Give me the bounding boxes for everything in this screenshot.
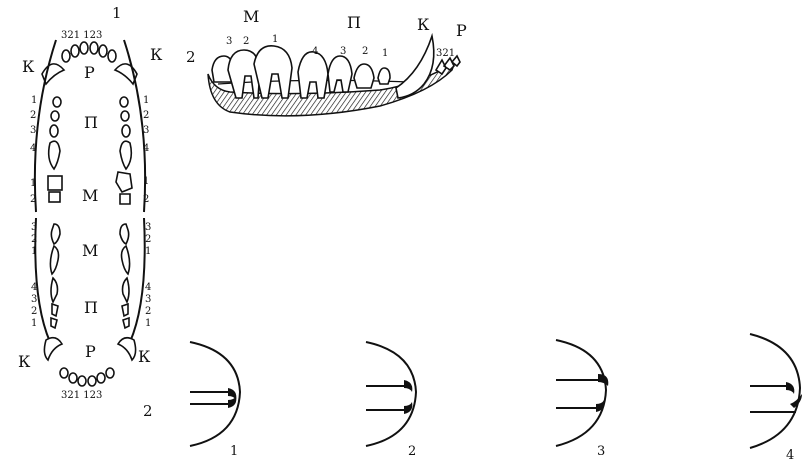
bite-caption-3: 3 bbox=[597, 444, 605, 459]
svg-text:2: 2 bbox=[143, 110, 149, 121]
svg-text:2: 2 bbox=[243, 36, 249, 47]
side-premolar-2 bbox=[354, 64, 374, 88]
side-premolar-1 bbox=[378, 68, 390, 84]
svg-text:1: 1 bbox=[382, 48, 388, 59]
upper-right-molar-2 bbox=[120, 194, 130, 204]
upper-canine-right-label: К bbox=[150, 45, 163, 64]
upper-right-premolars bbox=[120, 97, 131, 169]
svg-text:2: 2 bbox=[30, 110, 36, 121]
top-label-2: 2 bbox=[186, 48, 196, 66]
svg-text:1: 1 bbox=[31, 246, 37, 257]
side-canine-label: К bbox=[417, 15, 430, 34]
side-incisor-label: Р bbox=[456, 21, 467, 40]
side-molar-1 bbox=[254, 46, 292, 98]
bite-caption-1: 1 bbox=[230, 444, 238, 459]
svg-text:4: 4 bbox=[143, 143, 149, 154]
upper-left-molar-1 bbox=[48, 176, 62, 190]
svg-text:2: 2 bbox=[362, 46, 368, 57]
upper-right-numbers: 1 2 3 4 1 2 bbox=[143, 95, 149, 205]
svg-text:4: 4 bbox=[31, 282, 37, 293]
side-molar-label: М bbox=[243, 7, 259, 26]
svg-text:4: 4 bbox=[30, 143, 36, 154]
bite-type-3: 3 bbox=[556, 340, 608, 459]
svg-text:1: 1 bbox=[31, 318, 37, 329]
lower-right-canine bbox=[118, 338, 136, 360]
upper-left-numbers: 1 2 3 4 1 2 bbox=[30, 95, 37, 205]
side-premolar-label: П bbox=[347, 13, 361, 32]
lower-incisor-numbers: 321 123 bbox=[61, 390, 102, 401]
svg-text:3: 3 bbox=[31, 222, 37, 233]
side-canine bbox=[396, 36, 434, 98]
lower-left-canine bbox=[44, 338, 62, 360]
lower-left-teeth bbox=[50, 224, 60, 328]
bite-type-2: 2 bbox=[366, 342, 416, 459]
svg-text:3: 3 bbox=[145, 222, 151, 233]
upper-left-molar-2 bbox=[49, 192, 60, 202]
svg-text:3: 3 bbox=[30, 125, 36, 136]
side-view-jaw: 2 М П К Р 3 2 1 4 3 bbox=[186, 7, 467, 116]
svg-text:1: 1 bbox=[30, 178, 36, 189]
upper-left-premolars bbox=[49, 97, 61, 169]
upper-incisor-label: Р bbox=[84, 63, 95, 82]
svg-text:2: 2 bbox=[145, 234, 151, 245]
upper-jaw-diagram: 1 321 123 К К Р bbox=[22, 4, 163, 212]
svg-text:3: 3 bbox=[31, 294, 37, 305]
top-label-1: 1 bbox=[112, 4, 122, 22]
svg-text:3: 3 bbox=[340, 46, 346, 57]
lower-right-teeth bbox=[120, 224, 130, 328]
side-premolar-3 bbox=[328, 56, 352, 92]
svg-text:3: 3 bbox=[143, 125, 149, 136]
bite-type-1: 1 bbox=[190, 342, 240, 459]
bite-caption-2: 2 bbox=[408, 444, 416, 459]
lower-incisors bbox=[60, 368, 114, 386]
lower-right-numbers: 3 2 1 4 3 2 1 bbox=[145, 222, 151, 329]
svg-text:4: 4 bbox=[145, 282, 151, 293]
svg-text:2: 2 bbox=[143, 194, 149, 205]
svg-text:1: 1 bbox=[143, 176, 149, 187]
side-incisor-numbers: 321 bbox=[436, 48, 455, 59]
svg-text:1: 1 bbox=[145, 318, 151, 329]
bite-caption-4: 4 bbox=[786, 448, 794, 461]
lower-incisor-label: Р bbox=[85, 342, 96, 361]
lower-canine-right-label: К bbox=[138, 347, 151, 366]
lower-molar-label: М bbox=[82, 241, 98, 260]
svg-text:3: 3 bbox=[145, 294, 151, 305]
svg-text:2: 2 bbox=[30, 194, 36, 205]
upper-right-molar-1 bbox=[116, 172, 132, 192]
bite-type-4: 4 bbox=[750, 334, 802, 461]
lower-jaw-diagram: М П Р К К 321 123 3 2 1 4 3 2 1 3 2 bbox=[18, 218, 151, 401]
side-premolar-4 bbox=[298, 52, 328, 98]
svg-text:1: 1 bbox=[272, 34, 278, 45]
svg-text:3: 3 bbox=[226, 36, 232, 47]
upper-premolar-label: П bbox=[84, 113, 98, 132]
lower-premolar-label: П bbox=[84, 298, 98, 317]
upper-canine-left-label: К bbox=[22, 57, 35, 76]
bottom-label-2: 2 bbox=[143, 402, 153, 420]
upper-molar-label: М bbox=[82, 186, 98, 205]
svg-text:1: 1 bbox=[143, 95, 149, 106]
svg-text:2: 2 bbox=[31, 234, 37, 245]
upper-incisor-numbers: 321 123 bbox=[61, 30, 102, 41]
svg-text:4: 4 bbox=[312, 46, 318, 57]
lower-canine-left-label: К bbox=[18, 352, 31, 371]
upper-incisors bbox=[62, 42, 116, 62]
svg-text:2: 2 bbox=[31, 306, 37, 317]
svg-text:1: 1 bbox=[145, 246, 151, 257]
svg-text:1: 1 bbox=[31, 95, 37, 106]
svg-text:2: 2 bbox=[145, 306, 151, 317]
